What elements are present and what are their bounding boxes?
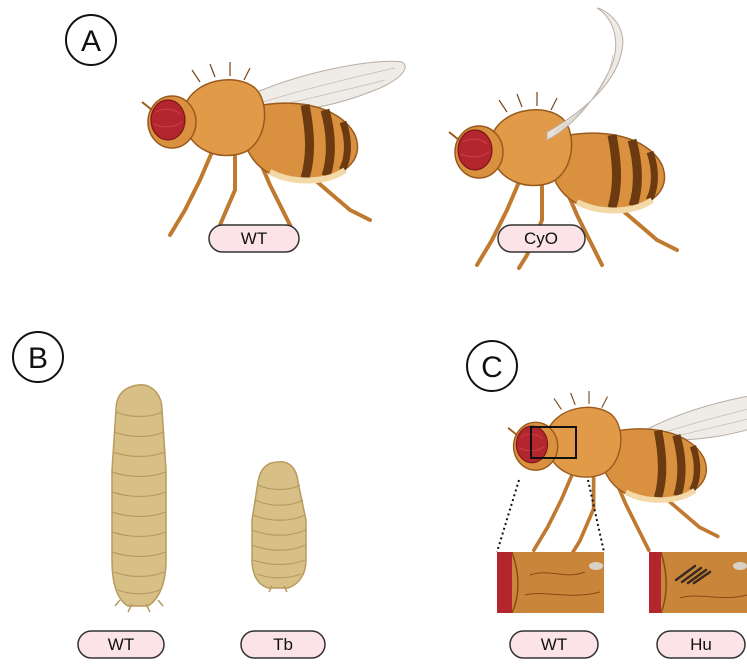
panel-c: C: [467, 341, 747, 658]
svg-text:WT: WT: [241, 229, 267, 248]
label-pill-wt-a: WT: [209, 225, 299, 252]
label-pill-wt-b: WT: [78, 631, 164, 658]
panel-a: A WT CyO: [66, 8, 677, 268]
label-pill-cyo: CyO: [498, 225, 585, 252]
panel-letter-b: B: [13, 332, 63, 382]
inset-wt-thorax: [497, 552, 604, 613]
svg-text:B: B: [28, 342, 48, 375]
svg-text:WT: WT: [108, 635, 134, 654]
svg-text:CyO: CyO: [524, 229, 558, 248]
larva-tb-illustration: [252, 462, 306, 592]
svg-text:C: C: [481, 351, 503, 384]
svg-text:Hu: Hu: [690, 635, 712, 654]
inset-hu-thorax: [649, 552, 747, 613]
label-pill-tb: Tb: [241, 631, 325, 658]
svg-text:WT: WT: [541, 635, 567, 654]
label-pill-wt-c: WT: [510, 631, 598, 658]
svg-text:A: A: [81, 25, 101, 58]
panel-letter-a: A: [66, 15, 116, 65]
label-pill-hu: Hu: [657, 631, 745, 658]
fly-hu-illustration: [508, 391, 747, 553]
panel-letter-c: C: [467, 341, 517, 391]
panel-b: B: [13, 332, 325, 658]
svg-text:Tb: Tb: [273, 635, 293, 654]
fly-wt-illustration: [142, 61, 405, 238]
larva-wt-illustration: [112, 385, 166, 612]
